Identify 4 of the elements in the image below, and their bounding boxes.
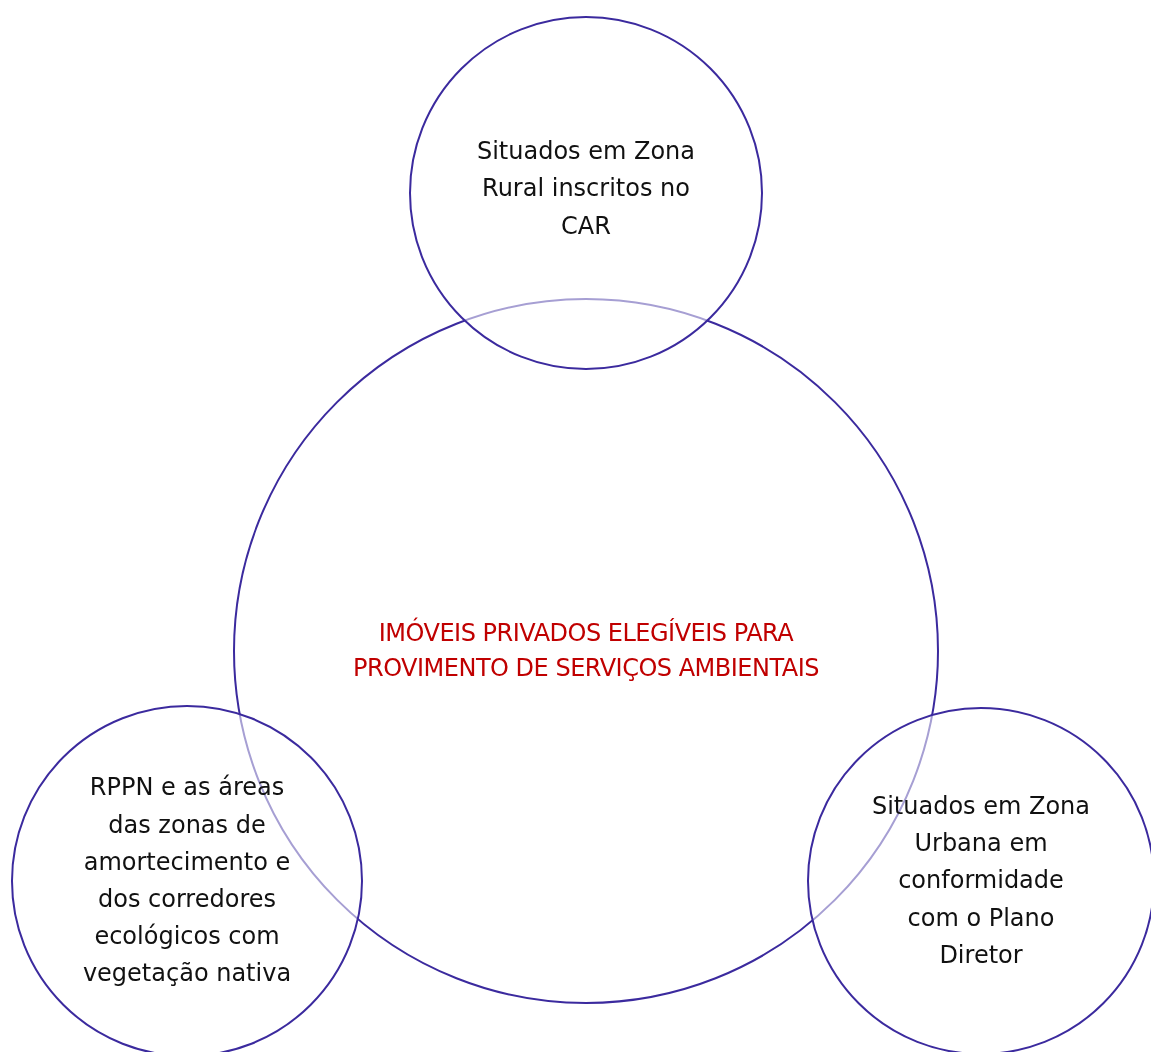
circle-label: RPPN e as áreas das zonas de amortecimento e dos corredores ecológicos com vegetação nativa: [81, 772, 293, 990]
circle-label: Situados em Zona Rural inscritos no CAR: [475, 136, 697, 242]
circle-label: Situados em Zona Urbana em conformidade com o Plano Diretor: [871, 791, 1091, 971]
circle-label: IMÓVEIS PRIVADOS ELEGÍVEIS PARA PROVIMENTO DE SERVIÇOS AMBIENTAIS: [352, 616, 820, 684]
